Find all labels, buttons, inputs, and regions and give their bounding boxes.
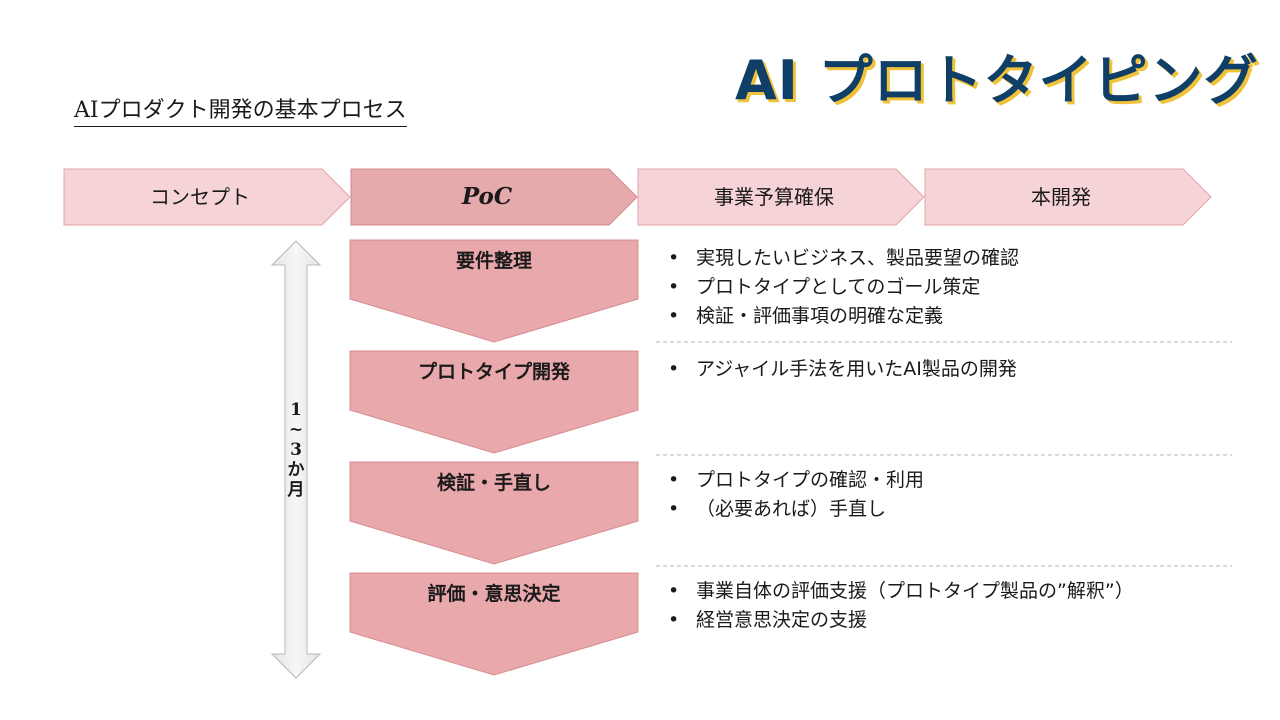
step-label-budget: 事業予算確保 [714, 185, 834, 209]
duration-char: か [287, 460, 305, 480]
bullet-item: プロトタイプとしてのゴール策定 [666, 273, 1019, 302]
banner-title: AI プロトタイピング [735, 49, 1259, 112]
bullet-item: プロトタイプの確認・利用 [666, 466, 924, 495]
phase-shape-prototype [349, 350, 639, 454]
duration-arrow [270, 240, 322, 679]
duration-char: ~ [288, 420, 304, 440]
duration-char: 月 [287, 480, 305, 500]
bullet-list-evaluation: 事業自体の評価支援（プロトタイプ製品の”解釈”） 経営意思決定の支援 [666, 577, 1134, 635]
phase-title-evaluation: 評価・意思決定 [427, 583, 561, 605]
step-label-concept: コンセプト [150, 185, 250, 209]
phase-title-requirements: 要件整理 [455, 250, 532, 272]
duration-label: 1 ~ 3 か 月 [284, 400, 308, 500]
step-shape-concept [63, 168, 351, 226]
bullet-list-verification: プロトタイプの確認・利用 （必要あれば）手直し [666, 466, 924, 524]
step-shape-poc [350, 168, 638, 226]
phase-shape-requirements [349, 239, 639, 343]
step-label-development: 本開発 [1031, 185, 1091, 209]
step-label-poc: PoC [461, 183, 513, 210]
bullet-item: 実現したいビジネス、製品要望の確認 [666, 244, 1019, 273]
bullet-item: 経営意思決定の支援 [666, 606, 1134, 635]
step-shape-development [924, 168, 1212, 226]
bullet-item: 検証・評価事項の明確な定義 [666, 302, 1019, 331]
bullet-list-requirements: 実現したいビジネス、製品要望の確認 プロトタイプとしてのゴール策定 検証・評価事… [666, 244, 1019, 331]
step-shape-budget [637, 168, 925, 226]
phase-title-prototype: プロトタイプ開発 [417, 361, 570, 383]
phase-shape-verification [349, 461, 639, 565]
bullet-item: アジャイル手法を用いたAI製品の開発 [666, 355, 1017, 384]
bullet-list-prototype: アジャイル手法を用いたAI製品の開発 [666, 355, 1017, 384]
phase-title-verification: 検証・手直し [436, 472, 551, 494]
subtitle: AIプロダクト開発の基本プロセス [74, 92, 407, 127]
bullet-item: （必要あれば）手直し [666, 495, 924, 524]
phase-shape-evaluation [349, 572, 639, 676]
duration-char: 3 [290, 440, 302, 460]
duration-char: 1 [290, 400, 302, 420]
bullet-item: 事業自体の評価支援（プロトタイプ製品の”解釈”） [666, 577, 1134, 606]
